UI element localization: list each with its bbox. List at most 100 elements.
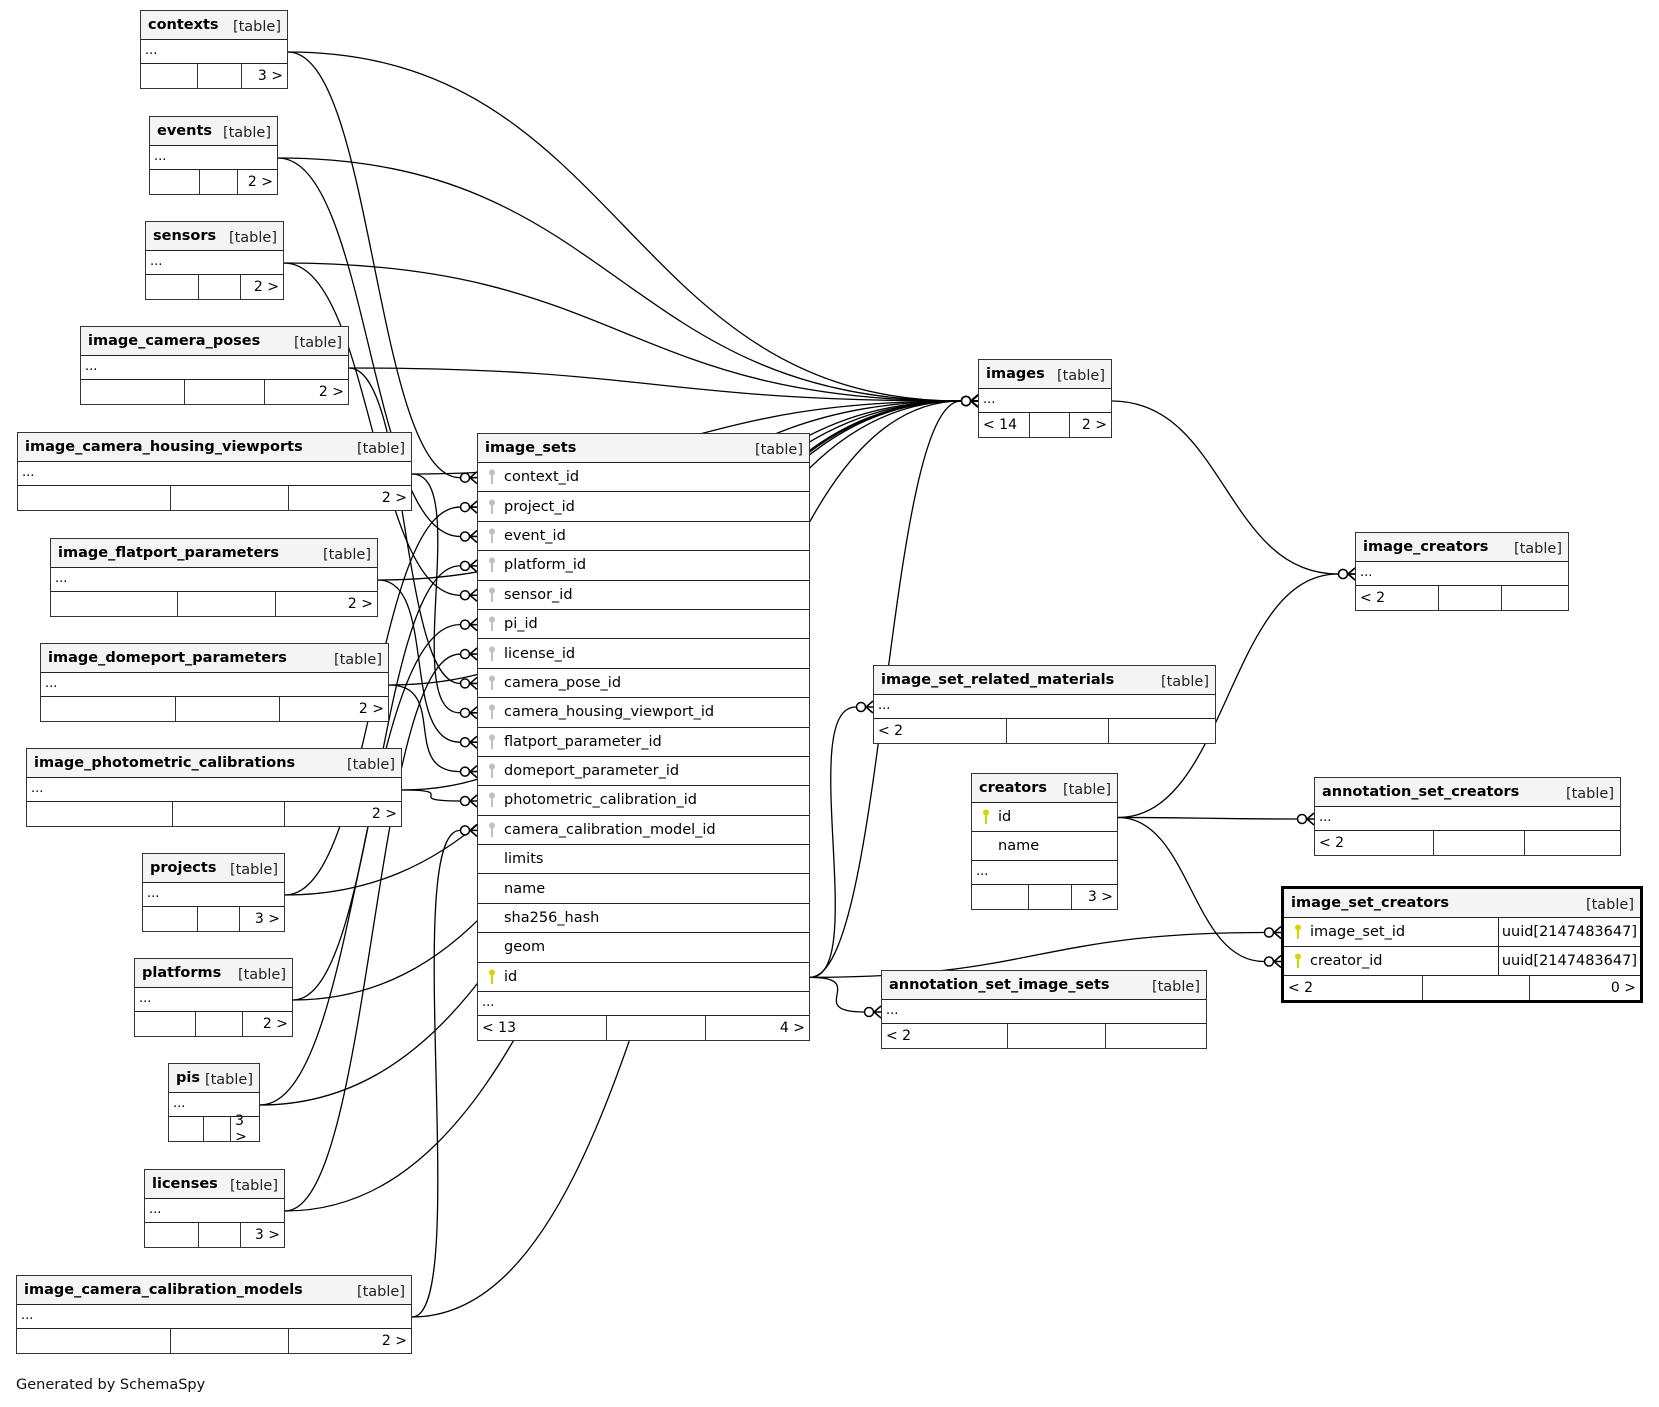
more-columns-row[interactable]: ...: [27, 778, 401, 802]
column-row[interactable]: id: [972, 803, 1117, 832]
footer-cell-children: 2 >: [347, 596, 373, 612]
foreign-key-icon: [483, 469, 501, 485]
table-kind: [table]: [356, 1283, 405, 1300]
column-row[interactable]: geom: [478, 933, 809, 963]
relationship-line: [283, 262, 962, 402]
table-image-camera-housing-viewports[interactable]: image_camera_housing_viewports[table]...…: [17, 432, 412, 511]
column-row[interactable]: limits: [478, 845, 809, 875]
more-columns-row[interactable]: ...: [141, 40, 287, 64]
more-columns-row[interactable]: ...: [18, 462, 411, 486]
more-columns-row[interactable]: ...: [478, 992, 809, 1017]
column-row[interactable]: project_id: [478, 492, 809, 522]
foreign-key-icon: [483, 792, 501, 808]
more-columns-row[interactable]: ...: [882, 1000, 1206, 1024]
more-columns-row[interactable]: ...: [1356, 562, 1568, 586]
crows-foot-icon: [970, 394, 979, 408]
table-footer: 3 >: [143, 907, 284, 931]
column-row[interactable]: camera_pose_id: [478, 669, 809, 699]
table-header: image_camera_calibration_models[table]: [17, 1276, 411, 1305]
column-name: camera_housing_viewport_id: [504, 704, 715, 721]
footer-cell-children: 2 >: [1081, 417, 1107, 433]
table-contexts[interactable]: contexts[table]...3 >: [140, 10, 288, 89]
column-row[interactable]: platform_id: [478, 551, 809, 581]
footer-cell-children: 4 >: [779, 1020, 805, 1037]
table-image-creators[interactable]: image_creators[table]...< 2: [1355, 532, 1569, 611]
column-name: flatport_parameter_id: [504, 733, 662, 750]
table-name: licenses: [152, 1176, 218, 1192]
table-platforms[interactable]: platforms[table]...2 >: [134, 958, 293, 1037]
table-image-flatport-parameters[interactable]: image_flatport_parameters[table]...2 >: [50, 538, 378, 617]
table-annotation-set-creators[interactable]: annotation_set_creators[table]...< 2: [1314, 777, 1621, 856]
relationship-line: [277, 157, 461, 538]
column-row[interactable]: pi_id: [478, 610, 809, 640]
table-events[interactable]: events[table]...2 >: [149, 116, 278, 195]
footer-cell-parents: [150, 170, 200, 194]
table-footer: 2 >: [135, 1012, 292, 1036]
table-image-photometric-calibrations[interactable]: image_photometric_calibrations[table]...…: [26, 748, 402, 827]
table-sensors[interactable]: sensors[table]...2 >: [145, 221, 284, 300]
crows-foot-icon: [469, 500, 478, 514]
table-image-domeport-parameters[interactable]: image_domeport_parameters[table]...2 >: [40, 643, 389, 722]
column-row[interactable]: camera_housing_viewport_id: [478, 698, 809, 728]
more-columns-row[interactable]: ...: [51, 568, 377, 592]
table-name: image_camera_poses: [88, 333, 261, 349]
column-row[interactable]: id: [478, 963, 809, 993]
footer-cell-parents: < 2: [874, 719, 1007, 743]
more-columns-row[interactable]: ...: [146, 251, 283, 275]
more-columns-row[interactable]: ...: [972, 861, 1117, 885]
more-columns-row[interactable]: ...: [143, 883, 284, 907]
footer-cell-parents: < 2: [1315, 831, 1434, 855]
optional-circle-icon: [459, 795, 471, 807]
more-columns-row[interactable]: ...: [145, 1199, 284, 1223]
table-kind: [table]: [222, 124, 271, 141]
column-row[interactable]: name: [972, 832, 1117, 861]
more-columns-row[interactable]: ...: [81, 356, 348, 380]
column-row[interactable]: sha256_hash: [478, 904, 809, 934]
column-row[interactable]: flatport_parameter_id: [478, 728, 809, 757]
column-row[interactable]: domeport_parameter_id: [478, 757, 809, 787]
column-row[interactable]: name: [478, 874, 809, 904]
more-columns-row[interactable]: ...: [41, 673, 388, 697]
column-row[interactable]: license_id: [478, 639, 809, 669]
table-name: pis: [176, 1070, 200, 1086]
footer-cell-children: 3 >: [254, 911, 280, 927]
footer-cell-middle: [204, 1117, 232, 1141]
relationship-line: [401, 789, 461, 802]
table-pis[interactable]: pis[table]...3 >: [168, 1063, 260, 1145]
more-columns-row[interactable]: ...: [17, 1305, 411, 1329]
column-row[interactable]: event_id: [478, 522, 809, 552]
table-image-camera-calibration-models[interactable]: image_camera_calibration_models[table]..…: [16, 1275, 412, 1354]
table-annotation-set-image-sets[interactable]: annotation_set_image_sets[table]...< 2: [881, 970, 1207, 1049]
foreign-key-icon: [483, 675, 501, 691]
column-name: id: [998, 809, 1012, 825]
more-columns-row[interactable]: ...: [1315, 807, 1620, 831]
table-header: image_camera_housing_viewports[table]: [18, 433, 411, 462]
table-header: projects[table]: [143, 854, 284, 883]
more-columns-row[interactable]: ...: [874, 695, 1215, 719]
optional-circle-icon: [459, 678, 471, 689]
footer-cell-parents: [141, 64, 198, 88]
table-projects[interactable]: projects[table]... 3 >: [142, 853, 285, 932]
relationship-line: [809, 976, 865, 1013]
more-columns-row[interactable]: ...: [135, 988, 292, 1012]
column-row[interactable]: camera_calibration_model_id: [478, 816, 809, 846]
table-licenses[interactable]: licenses[table]...3 >: [144, 1169, 285, 1248]
column-row[interactable]: context_id: [478, 463, 809, 493]
column-row[interactable]: photometric_calibration_id: [478, 786, 809, 816]
more-columns-row[interactable]: ...: [169, 1093, 259, 1117]
table-image-camera-poses[interactable]: image_camera_poses[table]...2 >: [80, 326, 349, 405]
more-columns-row[interactable]: ...: [150, 146, 277, 170]
optional-circle-icon: [1296, 813, 1308, 825]
column-row[interactable]: sensor_id: [478, 581, 809, 610]
optional-circle-icon: [459, 766, 471, 777]
more-columns-row[interactable]: ...: [979, 389, 1111, 413]
relationship-line: [377, 579, 461, 743]
footer-cell-middle: [1434, 831, 1526, 855]
table-image-set-related-materials[interactable]: image_set_related_materials[table]...< 2: [873, 665, 1216, 744]
